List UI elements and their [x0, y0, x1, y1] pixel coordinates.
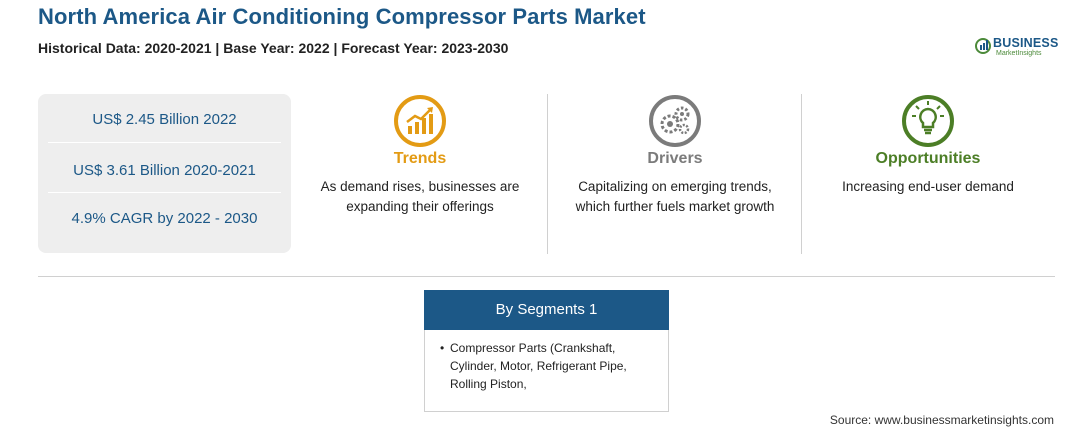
- logo-globe-icon: [975, 38, 991, 54]
- stat-divider: [48, 192, 281, 193]
- logo-wordmark: BUSINESS: [993, 36, 1059, 50]
- drivers-column: Drivers Capitalizing on emerging trends,…: [560, 94, 790, 217]
- stat-market-size-historical: US$ 3.61 Billion 2020-2021: [73, 162, 256, 179]
- segments-header: By Segments 1: [424, 290, 669, 330]
- source-note: Source: www.businessmarketinsights.com: [829, 413, 1054, 427]
- bullet-icon: •: [440, 341, 445, 355]
- trends-column: Trends As demand rises, businesses are e…: [305, 94, 535, 217]
- company-logo: BUSINESS MarketInsights: [975, 34, 1065, 62]
- opportunities-column: Opportunities Increasing end-user demand: [813, 94, 1043, 197]
- lightbulb-icon: [901, 94, 955, 148]
- drivers-heading: Drivers: [647, 150, 703, 167]
- column-divider: [801, 94, 802, 254]
- stats-panel: US$ 2.45 Billion 2022 US$ 3.61 Billion 2…: [38, 94, 291, 253]
- segment-list-item: • Compressor Parts (Crankshaft, Cylinder…: [440, 339, 660, 393]
- drivers-text: Capitalizing on emerging trends, which f…: [575, 179, 775, 214]
- trends-heading: Trends: [393, 150, 447, 167]
- rising-chart-icon: [393, 94, 447, 148]
- page-title: North America Air Conditioning Compresso…: [38, 4, 646, 29]
- section-divider: [38, 276, 1055, 277]
- segments-box: [424, 290, 669, 412]
- segment-item-text: Compressor Parts (Crankshaft, Cylinder, …: [450, 341, 627, 391]
- column-divider: [547, 94, 548, 254]
- trends-text: As demand rises, businesses are expandin…: [320, 179, 520, 214]
- stat-cagr: 4.9% CAGR by 2022 - 2030: [71, 210, 258, 227]
- opportunities-text: Increasing end-user demand: [842, 179, 1014, 194]
- opportunities-heading: Opportunities: [875, 150, 981, 167]
- gears-icon: [648, 94, 702, 148]
- stat-market-size-2022: US$ 2.45 Billion 2022: [92, 111, 237, 128]
- logo-tagline: MarketInsights: [996, 50, 1042, 57]
- page-subtitle: Historical Data: 2020-2021 | Base Year: …: [38, 40, 509, 56]
- stat-divider: [48, 142, 281, 143]
